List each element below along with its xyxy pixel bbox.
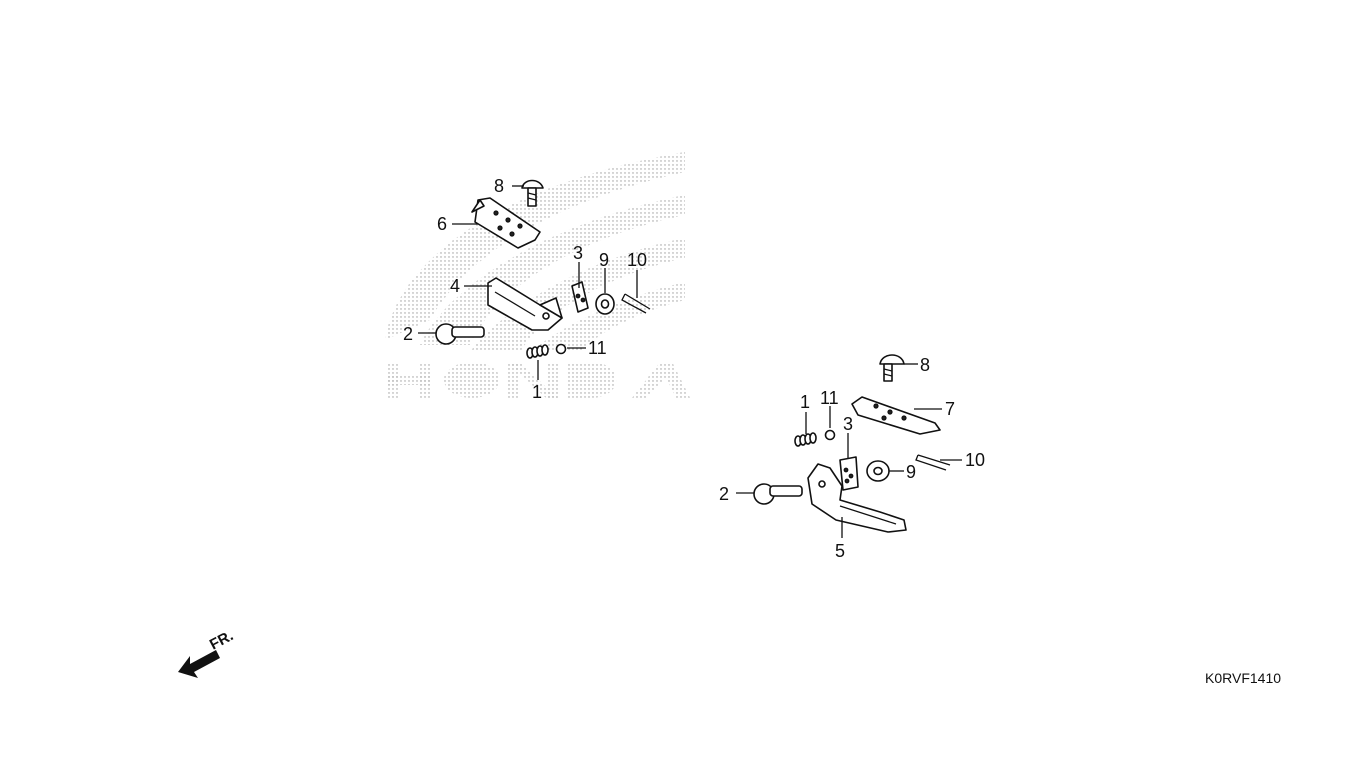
callout-2-right: 2 xyxy=(719,484,729,504)
callout-8-left: 8 xyxy=(494,176,504,196)
ball-11-left xyxy=(555,343,567,355)
washer-9-left xyxy=(595,293,615,315)
callout-3-right: 3 xyxy=(843,414,853,434)
callout-1-left: 1 xyxy=(532,382,542,402)
footpeg-5-right xyxy=(807,463,907,533)
callout-9-left: 9 xyxy=(599,250,609,270)
callout-2-left: 2 xyxy=(403,324,413,344)
callout-5-right: 5 xyxy=(835,541,845,561)
fr-label: FR. xyxy=(207,627,236,653)
front-arrow-icon xyxy=(178,650,220,678)
footpeg-rubber-6-left xyxy=(471,197,541,249)
callout-11-left: 11 xyxy=(588,338,607,358)
plate-3-right xyxy=(839,456,859,491)
front-direction-indicator: FR. xyxy=(178,627,236,678)
footpeg-rubber-7-right xyxy=(851,396,941,435)
spring-1-left xyxy=(526,344,549,359)
callout-10-left: 10 xyxy=(627,250,647,270)
left-assembly: 8 6 3 9 10 4 2 11 1 xyxy=(403,176,651,402)
diagram-code: K0RVF1410 xyxy=(1205,670,1282,686)
callout-11-right: 11 xyxy=(820,388,839,408)
honda-wordmark-watermark xyxy=(388,362,690,398)
callout-7-right: 7 xyxy=(945,399,955,419)
callout-9-right: 9 xyxy=(906,462,916,482)
callout-3-left: 3 xyxy=(573,243,583,263)
cotter-pin-10-right xyxy=(915,454,951,471)
washer-9-right xyxy=(866,460,890,482)
callout-6-left: 6 xyxy=(437,214,447,234)
cotter-pin-10-left xyxy=(621,293,651,314)
footpeg-4-left xyxy=(487,277,563,331)
bolt-8-right xyxy=(879,354,905,382)
callout-1-right: 1 xyxy=(800,392,810,412)
callout-10-right: 10 xyxy=(965,450,985,470)
right-assembly: 8 1 11 7 3 10 9 2 5 xyxy=(719,354,985,561)
ball-11-right xyxy=(824,429,836,441)
callout-4-left: 4 xyxy=(450,276,460,296)
spring-1-right xyxy=(794,432,817,447)
bolt-8-left xyxy=(521,179,544,207)
pin-2-left xyxy=(435,323,485,345)
pin-2-right xyxy=(753,483,803,505)
callout-8-right: 8 xyxy=(920,355,930,375)
